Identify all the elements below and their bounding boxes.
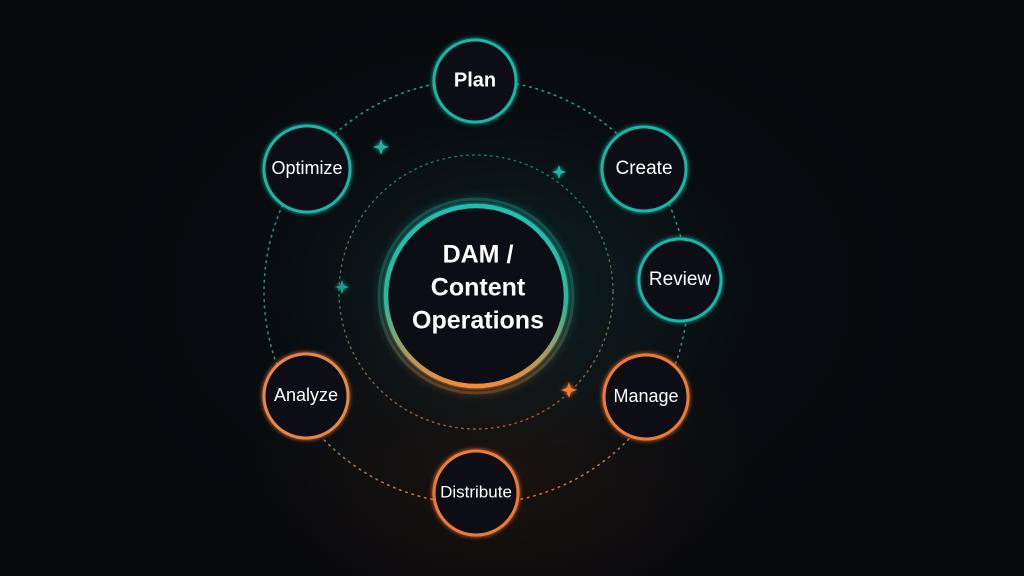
stage-node-analyze[interactable]: Analyze [262, 352, 350, 440]
stage-circle-manage [602, 353, 690, 441]
stage-label-analyze: Analyze [274, 385, 338, 405]
stage-circle-optimize [262, 124, 352, 214]
stage-label-plan: Plan [454, 69, 496, 91]
stage-circle-review [637, 237, 723, 323]
inner-orbit-ring [338, 154, 614, 430]
hub-line-1: DAM / [443, 241, 514, 269]
stage-node-optimize[interactable]: Optimize [262, 124, 352, 214]
stage-circle-plan [432, 38, 518, 124]
stage-node-plan[interactable]: Plan [432, 38, 518, 124]
stage-node-manage[interactable]: Manage [602, 353, 690, 441]
teal-sparkle-icon [373, 139, 389, 155]
stage-label-manage: Manage [613, 386, 678, 406]
stage-circle-create [600, 125, 688, 213]
stage-node-distribute[interactable]: Distribute [432, 449, 520, 537]
hub-circle [383, 203, 569, 389]
orange-sparkle-icon [561, 382, 577, 398]
hub-line-2: Content [431, 274, 526, 302]
stage-node-create[interactable]: Create [600, 125, 688, 213]
hub-node: DAM / Content Operations [377, 197, 575, 395]
stage-label-review: Review [649, 269, 712, 290]
hub-line-3: Operations [412, 307, 544, 335]
teal-sparkle-icon [335, 280, 349, 294]
stage-label-distribute: Distribute [440, 482, 512, 501]
stage-circle-distribute [432, 449, 520, 537]
stage-circle-analyze [262, 352, 350, 440]
stage-node-review[interactable]: Review [637, 237, 723, 323]
teal-sparkle-icon [552, 165, 566, 179]
stage-label-optimize: Optimize [271, 158, 342, 178]
stage-label-create: Create [615, 158, 672, 179]
